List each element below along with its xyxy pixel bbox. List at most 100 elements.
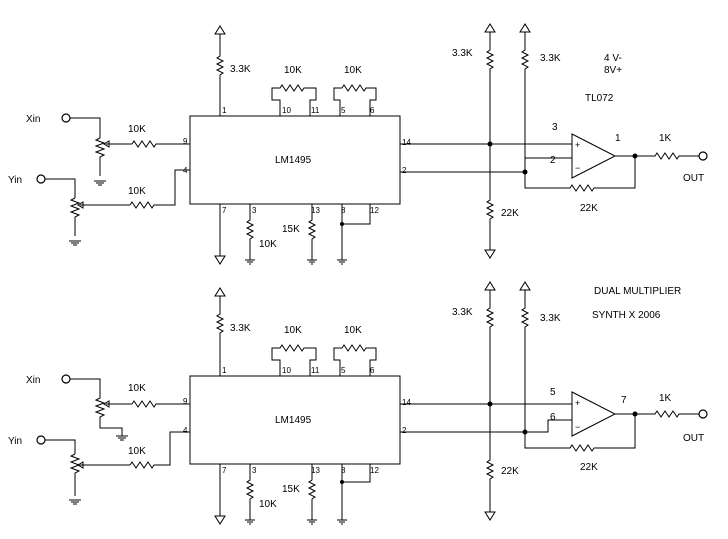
pin-7: 7 [222,206,227,215]
pin-3: 3 [252,466,257,475]
gain-resistor-10-11 [271,344,317,376]
pin-7-ground [214,204,226,265]
xin-label: Xin [26,114,40,125]
pin-6: 6 [370,366,375,375]
opamp-top [571,133,617,179]
pin-14: 14 [402,398,411,407]
pin-4: 4 [183,166,188,175]
opamp-plus-sign: + [575,140,580,150]
xin-resistor [131,140,190,148]
pin-13: 13 [311,206,320,215]
pullup-pin-14-value: 3.3K [452,307,473,318]
gain-resistor-5-6-value: 10K [344,65,362,76]
yin-terminal [36,435,46,445]
gain-resistor-10-11-value: 10K [284,65,302,76]
bias-resistor-pin-13-value: 15K [282,484,300,495]
xin-resistor [131,400,190,408]
yin-resistor [129,169,190,209]
pin-6: 6 [370,106,375,115]
pin-12: 12 [370,206,379,215]
yin-label: Yin [8,175,22,186]
gain-resistor-10-11 [271,84,317,116]
out-label: OUT [683,433,704,444]
pin-5: 5 [341,366,346,375]
xin-resistor-value: 10K [128,124,146,135]
pin-9: 9 [183,397,188,406]
pullup-pulldown-pin-14 [484,281,496,521]
supply-note-neg: 4 V- [604,53,622,64]
bias-resistor-pin-3-value: 10K [259,239,277,250]
yin-wire [45,178,76,198]
chip-supply-resistor [214,25,226,116]
opamp-minus-sign: − [575,422,580,432]
pin-7: 7 [222,466,227,475]
bias-resistor-pin-13 [307,464,317,525]
pin-13: 13 [311,466,320,475]
gain-resistor-5-6 [333,344,377,376]
pin-11: 11 [311,106,320,115]
bias-resistor-pin-3 [245,204,255,265]
pin-1: 1 [222,366,227,375]
pin-5: 5 [341,106,346,115]
pin-11: 11 [311,366,320,375]
output-resistor-value: 1K [659,393,672,404]
pullup-pulldown-pin-14 [484,23,496,259]
bias-resistor-pin-3-value: 10K [259,499,277,510]
multiplier-circuit-top: Xin 10K Yin 10K LM1495 1 10 11 5 6 9 4 [8,23,708,265]
chip-label: LM1495 [275,155,312,166]
xin-terminal [61,113,71,123]
opamp-part-label: TL072 [585,93,614,104]
pullup-pin-2-and-feedback [519,23,636,192]
xin-potentiometer [94,397,132,441]
gain-resistor-5-6-value: 10K [344,325,362,336]
output-resistor [615,152,699,160]
xin-wire [70,378,101,398]
opamp-plus-sign: + [575,398,580,408]
pullup-pin-2-value: 3.3K [540,53,561,64]
bias-resistor-pin-13-value: 15K [282,224,300,235]
pin-4: 4 [183,426,188,435]
output-resistor-value: 1K [659,133,672,144]
pin-3: 3 [252,206,257,215]
chip-supply-resistor [214,287,226,376]
xin-potentiometer [94,137,132,186]
pin-10: 10 [282,366,291,375]
feedback-resistor-value: 22K [580,462,598,473]
feedback-resistor-value: 22K [580,203,598,214]
pullup-pin-2-value: 3.3K [540,313,561,324]
pullup-pin-2-and-feedback [519,281,636,452]
pin-12: 12 [370,466,379,475]
xin-label: Xin [26,375,40,386]
pin-10: 10 [282,106,291,115]
multiplier-circuit-bottom: DUAL MULTIPLIER SYNTH X 2006 Xin 10K Yin… [8,281,708,525]
out-terminal [698,151,708,161]
yin-resistor-value: 10K [128,446,146,457]
pin-8: 8 [341,466,346,475]
gain-resistor-5-6 [333,84,377,116]
yin-terminal [36,174,46,184]
opamp-pin-out: 1 [615,133,621,144]
pin-14: 14 [402,138,411,147]
bias-resistor-pin-13 [307,204,317,265]
pullup-pin-14-value: 3.3K [452,48,473,59]
out-label: OUT [683,173,704,184]
schematic-title: DUAL MULTIPLIER [594,286,681,297]
ground-symbol [94,180,106,186]
yin-potentiometer [69,453,130,505]
opamp-pin-out: 7 [621,395,627,406]
opamp-minus-sign: − [575,163,580,173]
opamp-pin-plus: 3 [552,122,558,133]
opamp-pin-minus: 2 [550,155,556,166]
opamp-pin-minus: 6 [550,412,556,423]
ground-symbol [69,499,81,505]
pin-2: 2 [402,426,407,435]
opamp-pin-plus: 5 [550,387,556,398]
xin-terminal [61,374,71,384]
ground-symbol [116,435,128,441]
yin-label: Yin [8,436,22,447]
pin-8-12-ground [337,464,371,525]
pin-1: 1 [222,106,227,115]
chip-label: LM1495 [275,415,312,426]
pin-2: 2 [402,166,407,175]
